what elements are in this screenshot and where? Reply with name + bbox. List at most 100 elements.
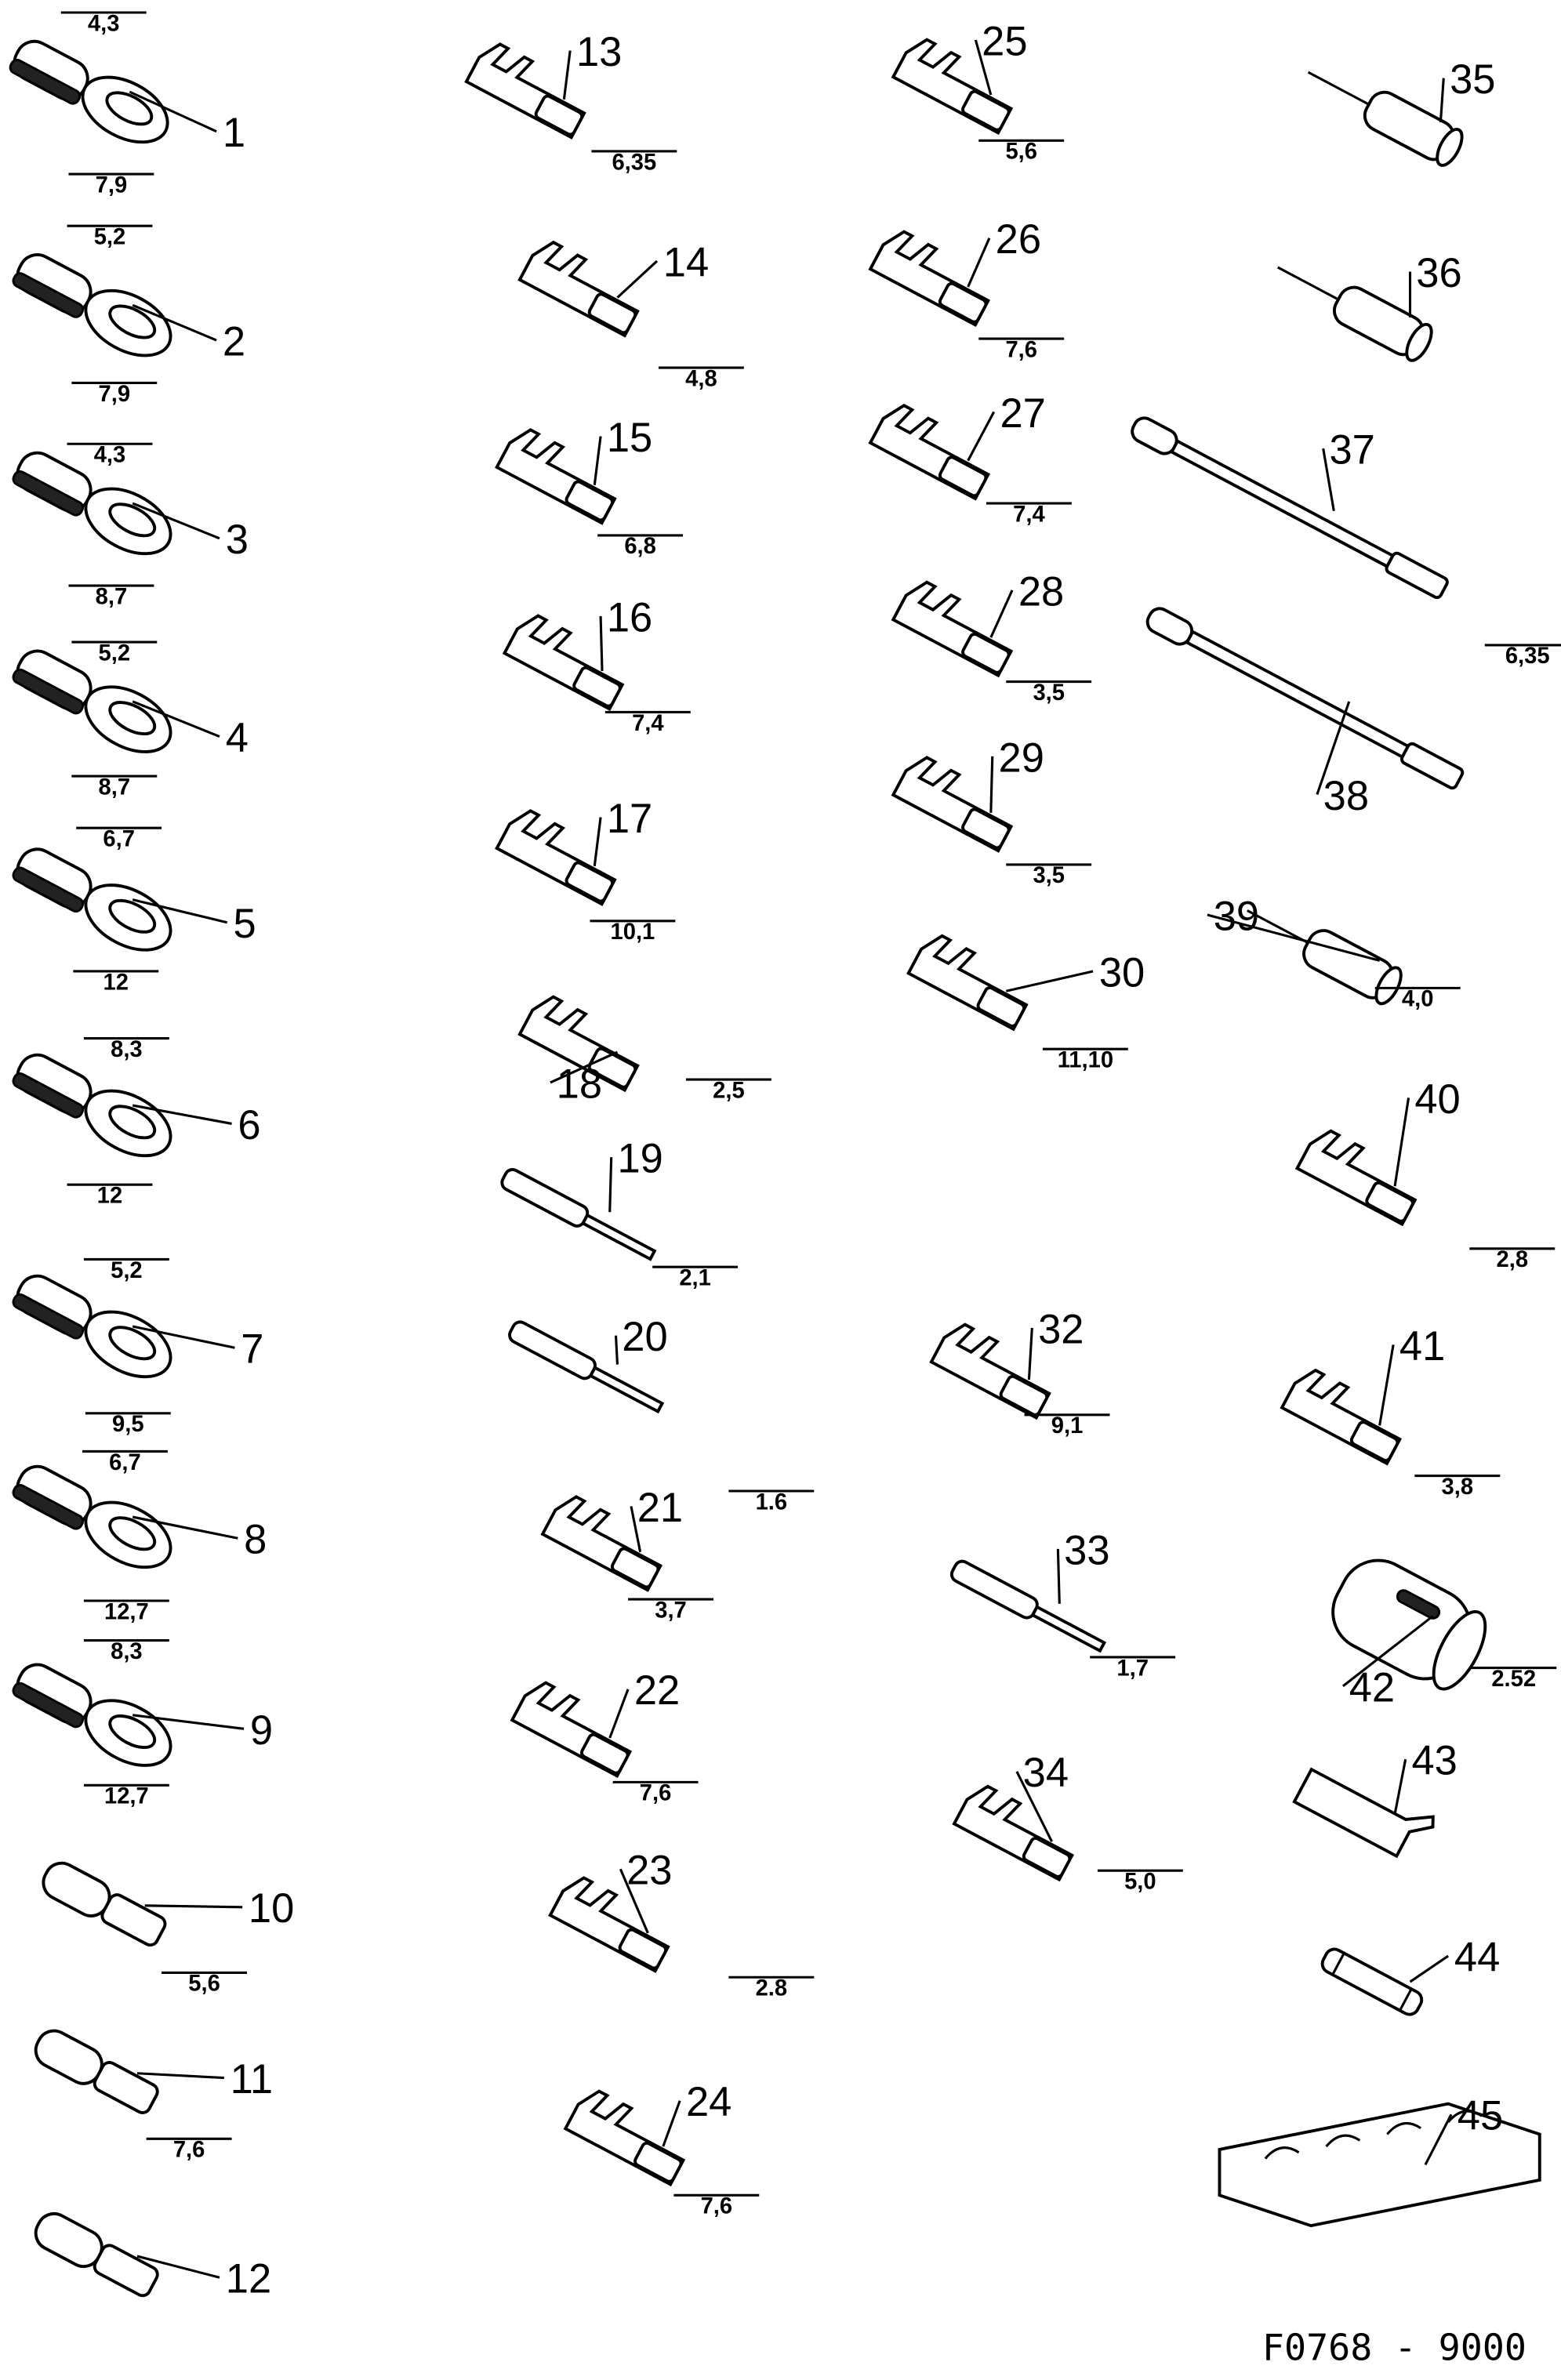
part-17: 17 10,1 (495, 796, 676, 945)
part-28: 283,5 (891, 568, 1092, 706)
part-number-label: 23 (626, 1848, 672, 1894)
ring-terminal-drawing (12, 451, 172, 556)
dimension-label: 7,6 (173, 2138, 205, 2163)
dimension-label: 7,6 (1005, 337, 1037, 362)
pin-tip (588, 1365, 665, 1414)
contact-box (534, 94, 584, 136)
part-number-label: 7 (241, 1326, 263, 1373)
dimension-label: 12 (103, 970, 129, 995)
insulated-receptacle-drawing (34, 2029, 159, 2114)
sleeve-shading (12, 1072, 85, 1119)
part-number-label: 15 (607, 415, 652, 461)
sleeve-shading (12, 1293, 85, 1340)
leader-line (129, 90, 217, 133)
part-number-label: 26 (996, 216, 1041, 263)
dimension-label: 7,9 (99, 382, 131, 407)
ring-terminal-drawing (12, 649, 172, 753)
sleeve-shading (12, 1484, 85, 1530)
leader-line (1378, 1344, 1395, 1426)
ring-terminal-drawing (12, 1663, 172, 1767)
fuse-cap-line (1399, 1988, 1413, 2012)
ring-terminal-drawing (12, 253, 172, 357)
sleeve-drawing (1247, 909, 1403, 1006)
leader-line (132, 1104, 232, 1125)
crimp-terminal-drawing (952, 1784, 1074, 1882)
leader-line (662, 2100, 681, 2147)
sleeve-shading (12, 1682, 85, 1729)
leader-line (1342, 1615, 1434, 1688)
part-number-label: 14 (663, 239, 709, 285)
contact-box (572, 666, 622, 708)
dimension-label: 1,7 (1116, 1656, 1149, 1681)
part-number-label: 19 (617, 1136, 663, 1182)
dimension-label: 7,4 (632, 711, 664, 736)
part-15: 156,8 (495, 415, 684, 559)
sleeve-drawing (1307, 71, 1464, 167)
leader-line (593, 436, 602, 485)
sleeve-shading (9, 59, 82, 105)
part-number-label: 41 (1399, 1323, 1445, 1370)
leader-line (132, 502, 220, 540)
part-number-label: 9 (250, 1707, 273, 1754)
dimension-label: 2.52 (1491, 1667, 1536, 1692)
part-number-label: 38 (1323, 773, 1369, 819)
ring-hole (108, 898, 157, 934)
crimp-terminal-drawing (510, 1681, 633, 1779)
insulated-receptacle-drawing (34, 2211, 159, 2298)
part-number-label: 18 (557, 1061, 602, 1107)
dimension-label: 7,9 (96, 172, 128, 198)
block-cavity (1325, 2134, 1361, 2148)
leader-line (1409, 1954, 1449, 1983)
part-number-label: 17 (607, 796, 652, 842)
dimension-label: 10,1 (611, 920, 655, 945)
leader-line (1393, 1758, 1407, 1815)
clip-drawing (1292, 1767, 1435, 1859)
housing-opening (1432, 1610, 1487, 1691)
leader-line (1439, 78, 1445, 123)
crimp-terminal-drawing (891, 38, 1014, 136)
part-35: 35 (1307, 56, 1495, 167)
part-22: 227,6 (510, 1667, 699, 1806)
part-36: 36 (1276, 250, 1462, 362)
leader-line (1056, 1548, 1061, 1604)
part-number-label: 5 (233, 901, 256, 947)
part-12: 12 (34, 2211, 271, 2302)
leader-line (132, 898, 228, 924)
connector-housing-drawing (1331, 1558, 1487, 1691)
crimp-terminal-drawing (868, 230, 991, 328)
dimension-label: 5,6 (188, 1972, 220, 1997)
part-number-label: 11 (231, 2056, 273, 2102)
dimension-label: 5,2 (99, 640, 131, 666)
pin-barrel (508, 1320, 597, 1380)
part-45: 45 (1218, 2093, 1541, 2228)
leader-line (608, 1689, 630, 1739)
leader-line (1322, 448, 1335, 512)
wire (1247, 909, 1309, 944)
leader-line (608, 1157, 613, 1213)
leader-line (144, 1904, 243, 1909)
part-32: 329,1 (929, 1306, 1110, 1439)
holder-block-drawing (1218, 2102, 1541, 2228)
leader-line (593, 817, 602, 867)
insulated-receptacle-drawing (42, 1861, 167, 1947)
pin-tip (580, 1213, 657, 1261)
crimp-terminal-drawing (502, 614, 625, 712)
dimension-label: 3,5 (1033, 680, 1065, 706)
leader-line (132, 303, 217, 342)
crimp-terminal-drawing (540, 1495, 663, 1592)
crimp-terminal-drawing (1294, 1129, 1418, 1227)
receptacle-blade (93, 2061, 159, 2114)
part-20: 201.6 (508, 1314, 815, 1515)
crimp-terminal-drawing (495, 428, 617, 525)
leader-line (562, 50, 572, 100)
ring-hole (108, 304, 157, 339)
part-number-label: 3 (226, 517, 249, 563)
dimension-label: 5,0 (1124, 1869, 1156, 1894)
part-33: 331,7 (949, 1527, 1176, 1681)
part-number-label: 32 (1038, 1306, 1084, 1352)
part-40: 402,8 (1294, 1076, 1556, 1272)
part-41: 413,8 (1280, 1323, 1501, 1500)
